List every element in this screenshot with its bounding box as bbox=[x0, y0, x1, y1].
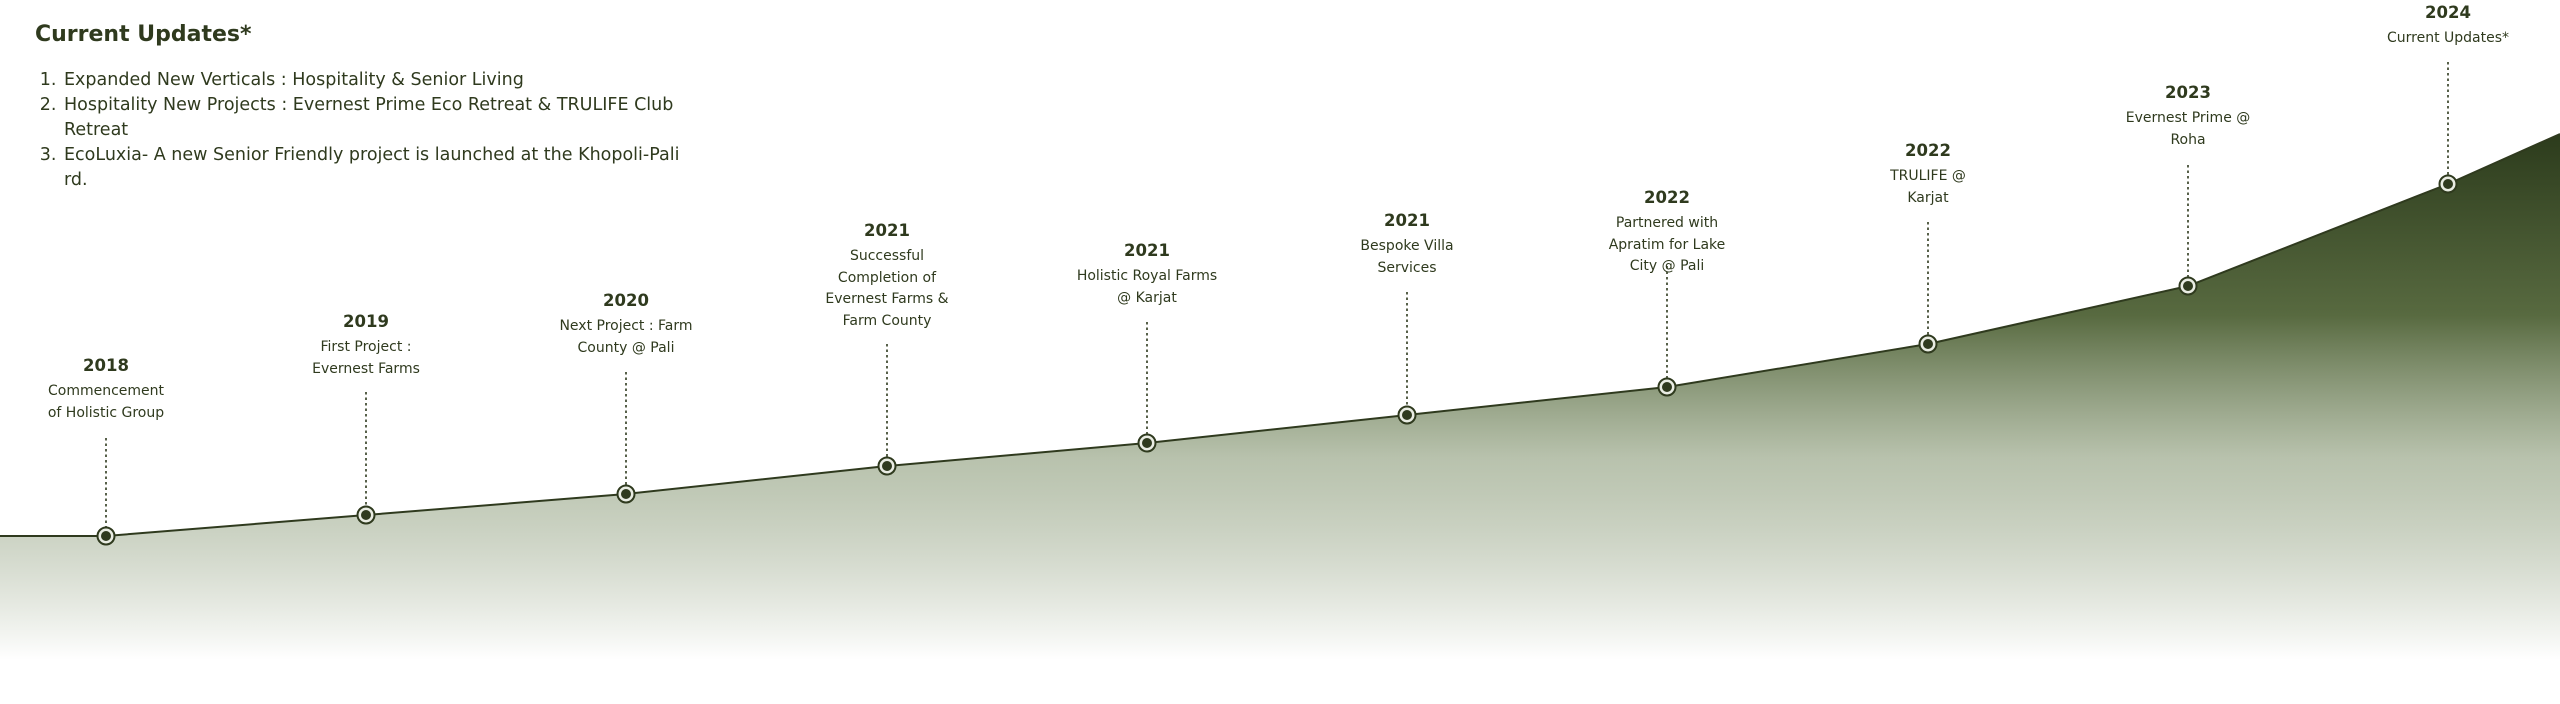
update-item-3: EcoLuxia- A new Senior Friendly project … bbox=[62, 143, 702, 193]
milestone-year: 2024 bbox=[2425, 3, 2471, 22]
growth-line bbox=[0, 133, 2560, 537]
milestone-description: Evernest Prime @ Roha bbox=[2125, 110, 2251, 148]
milestone-description: Bespoke Villa Services bbox=[1360, 238, 1454, 276]
milestone-description: First Project : Evernest Farms bbox=[312, 339, 420, 377]
milestone-marker bbox=[1657, 377, 1677, 397]
milestone-marker bbox=[1137, 433, 1157, 453]
milestone-year: 2021 bbox=[1384, 211, 1430, 230]
update-item-1: Expanded New Verticals : Hospitality & S… bbox=[62, 68, 702, 93]
milestone-marker bbox=[877, 456, 897, 476]
milestone-marker bbox=[1918, 334, 1938, 354]
milestone-description: Next Project : Farm County @ Pali bbox=[559, 318, 693, 356]
milestone-description: Holistic Royal Farms @ Karjat bbox=[1076, 268, 1218, 306]
milestone-year: 2020 bbox=[603, 291, 649, 310]
update-item-2: Hospitality New Projects : Evernest Prim… bbox=[62, 93, 702, 143]
milestone-year: 2021 bbox=[864, 221, 910, 240]
milestone-year: 2019 bbox=[343, 312, 389, 331]
milestone-marker bbox=[2438, 174, 2458, 194]
milestone-year: 2023 bbox=[2165, 83, 2211, 102]
milestone-year: 2022 bbox=[1644, 188, 1690, 207]
milestone-year: 2022 bbox=[1905, 141, 1951, 160]
milestone-marker bbox=[616, 484, 636, 504]
milestone-description: Current Updates* bbox=[2386, 30, 2510, 46]
milestone-description: TRULIFE @ Karjat bbox=[1890, 168, 1966, 206]
milestone-description: Commencement of Holistic Group bbox=[47, 383, 165, 421]
milestone-year: 2021 bbox=[1124, 241, 1170, 260]
milestone-marker bbox=[1397, 405, 1417, 425]
milestone-marker bbox=[356, 505, 376, 525]
milestone-markers bbox=[96, 174, 2458, 546]
growth-area bbox=[0, 134, 2560, 704]
milestone-description: Partnered with Apratim for Lake City @ P… bbox=[1608, 215, 1726, 274]
connector-lines bbox=[105, 62, 2449, 528]
current-updates-list: Expanded New Verticals : Hospitality & S… bbox=[35, 68, 702, 193]
milestone-year: 2018 bbox=[83, 356, 129, 375]
milestone-marker bbox=[2178, 276, 2198, 296]
milestone-marker bbox=[96, 526, 116, 546]
milestone-description: Successful Completion of Evernest Farms … bbox=[825, 248, 949, 329]
current-updates-title: Current Updates* bbox=[35, 22, 252, 47]
